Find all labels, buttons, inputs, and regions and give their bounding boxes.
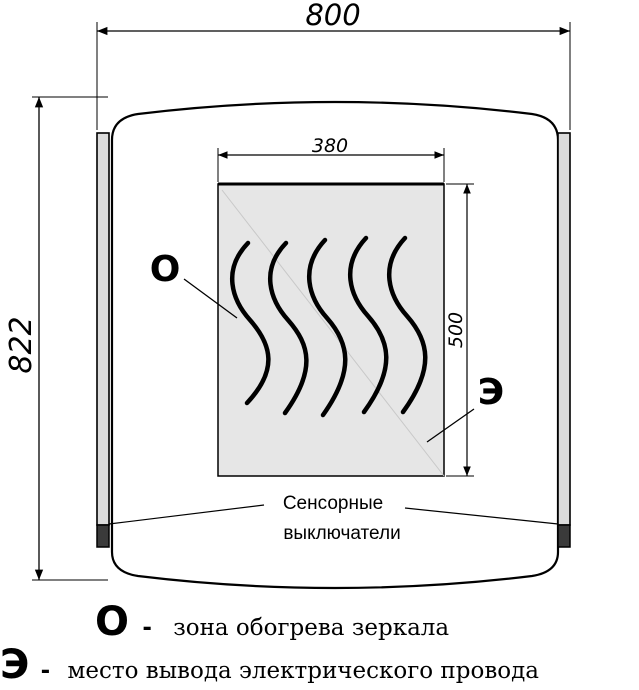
- legend-wire-outlet-dash: -: [40, 658, 51, 684]
- overall-width-label: 800: [305, 0, 360, 32]
- legend-wire-outlet: Э - место вывода электрического провода: [0, 642, 639, 688]
- wire-outlet-leader: [426, 408, 475, 443]
- legend-heating-zone-text: зона обогрева зеркала: [173, 615, 450, 641]
- heater-height-label: 500: [445, 312, 467, 348]
- heating-zone-leader: [183, 278, 238, 319]
- overall-height-label: 822: [4, 316, 39, 373]
- heating-zone-marker: О: [150, 249, 181, 290]
- legend-heating-zone-dash: -: [142, 615, 152, 641]
- heater-diagonal: [221, 189, 445, 477]
- right-sensor-switch: [557, 524, 571, 548]
- legend-heating-zone-symbol: О: [95, 599, 130, 645]
- left-light-bar: [96, 132, 110, 526]
- legend-wire-outlet-text: место вывода электрического провода: [67, 658, 539, 684]
- heating-wave-lines: [230, 235, 428, 418]
- legend-heating-zone: О - зона обогрева зеркала: [95, 599, 639, 645]
- sensor-switches-label-line2: выключатели: [283, 523, 400, 544]
- sensor-switches-label-line1: Сенсорные: [283, 493, 383, 514]
- right-light-bar: [557, 132, 571, 526]
- heater-width-label: 380: [312, 135, 348, 157]
- wire-outlet-marker: Э: [478, 372, 504, 413]
- legend-wire-outlet-symbol: Э: [0, 642, 30, 688]
- left-sensor-switch: [96, 524, 110, 548]
- sensor-right-leader: [404, 507, 559, 525]
- sensor-left-leader: [108, 504, 265, 525]
